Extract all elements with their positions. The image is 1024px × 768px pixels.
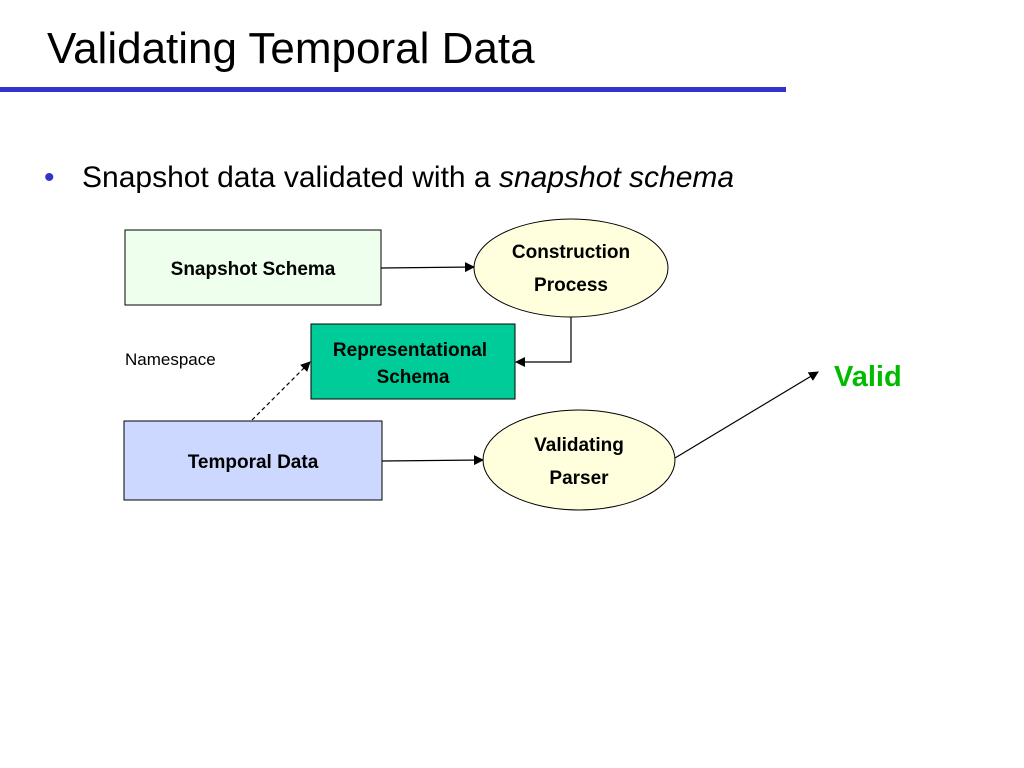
bullet-emphasis: snapshot schema [498,161,735,194]
arrow-namespace-dashed [251,361,311,421]
validating-parser-node [482,409,676,511]
construction-process-label-line2: Process [534,275,608,296]
snapshot-schema-label: Snapshot Schema [171,259,336,280]
bullet-marker: • [44,161,55,194]
representational-schema-label-line2: Schema [377,367,450,388]
arrow-schema-to-construction [380,262,475,273]
construction-process-label-line1: Construction [512,242,630,263]
snapshot-schema-box [124,229,382,306]
slide-title: Validating Temporal Data [47,24,535,73]
representational-schema-label-line1: Representational [333,340,487,361]
valid-label: Valid [834,361,902,393]
arrow-data-to-parser [381,455,484,466]
bullet-text: Snapshot data validated with a [82,161,499,194]
bullet-item: • Snapshot data validated with a snapshot… [44,158,734,198]
construction-process-node [473,218,669,318]
validating-parser-label-line1: Validating [534,435,624,456]
namespace-label: Namespace [125,350,216,369]
arrow-parser-to-valid [674,371,819,459]
title-rule [0,87,786,92]
validating-parser-label-line2: Parser [549,468,609,489]
temporal-data-label: Temporal Data [188,452,319,473]
arrow-construction-to-representational [515,317,572,367]
